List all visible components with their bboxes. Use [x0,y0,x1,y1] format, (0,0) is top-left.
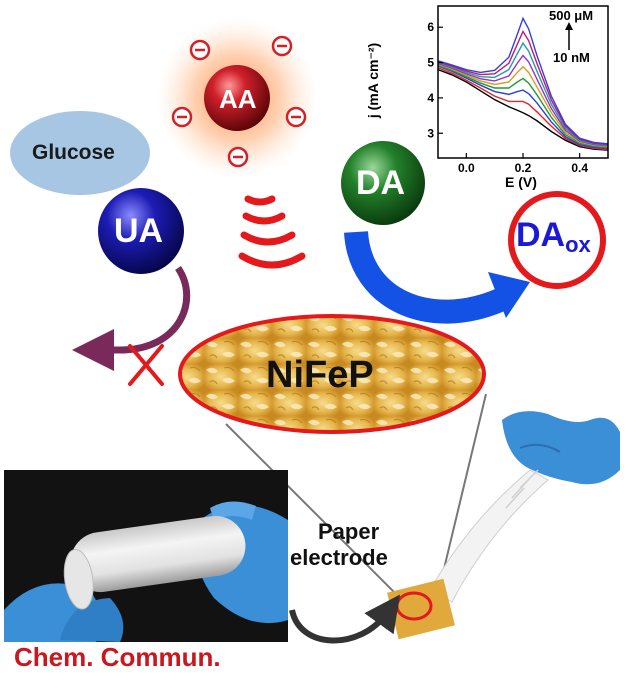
da-ox-sub: ox [565,232,591,257]
y-tick-label: 4 [427,91,434,105]
signal-wave-icon [238,195,306,269]
blocked-path [72,266,191,386]
da-label: DA [356,164,406,202]
inset-annot-top: 500 μM [549,8,594,23]
cv-curve-1 [437,67,609,151]
y-tick-label: 3 [427,126,434,140]
inset-ylabel: j (mA cm⁻²) [365,42,382,119]
cv-curve-5 [437,54,609,147]
da-ox-label: DAox [516,216,591,257]
journal-label: Chem. Commun. [14,642,221,672]
glucose-ellipse [10,111,150,195]
y-tick-label: 5 [427,56,434,70]
paper-electrode-label-line1: Paper [318,519,380,544]
minus-charge-icon [171,35,307,168]
cv-inset-chart: 0.0 0.2 0.4 3 4 5 6 [427,5,609,175]
inset-xlabel: E (V) [505,174,537,190]
cv-curve-3 [437,64,609,149]
paper-electrode-label-line2: electrode [290,545,388,570]
paper-electrode-photo [387,411,620,640]
cv-curve-6 [437,41,609,146]
cv-curve-8 [437,16,609,145]
curved-arrow-icon [344,230,530,324]
paper-roll-photo [4,470,288,642]
cv-curve-4 [437,63,609,148]
inset-plot-frame [437,5,609,159]
ua-label: UA [114,212,164,250]
aa-ball [204,65,270,131]
x-tick-label: 0.4 [571,161,588,175]
aa-label: AA [219,84,257,114]
ua-ball [98,188,184,274]
cross-icon [128,344,164,386]
da-ox-ring [508,191,606,289]
nifep-label: NiFeP [266,354,374,396]
y-tick-label: 6 [427,20,434,34]
x-tick-label: 0.2 [515,161,532,175]
cv-curve-2 [437,65,609,150]
transfer-arrow [289,594,401,644]
nifep-ellipse [178,314,486,434]
cv-curve-7 [437,29,609,146]
glucose-label: Glucose [32,141,115,164]
da-ball [341,141,425,225]
da-ox-main: DA [516,216,566,254]
cv-curve-0 [437,68,609,151]
concentration-arrow-icon [565,22,573,50]
aa-molecule [157,18,317,178]
x-tick-label: 0.0 [458,161,475,175]
inset-annot-bottom: 10 nM [553,50,590,65]
